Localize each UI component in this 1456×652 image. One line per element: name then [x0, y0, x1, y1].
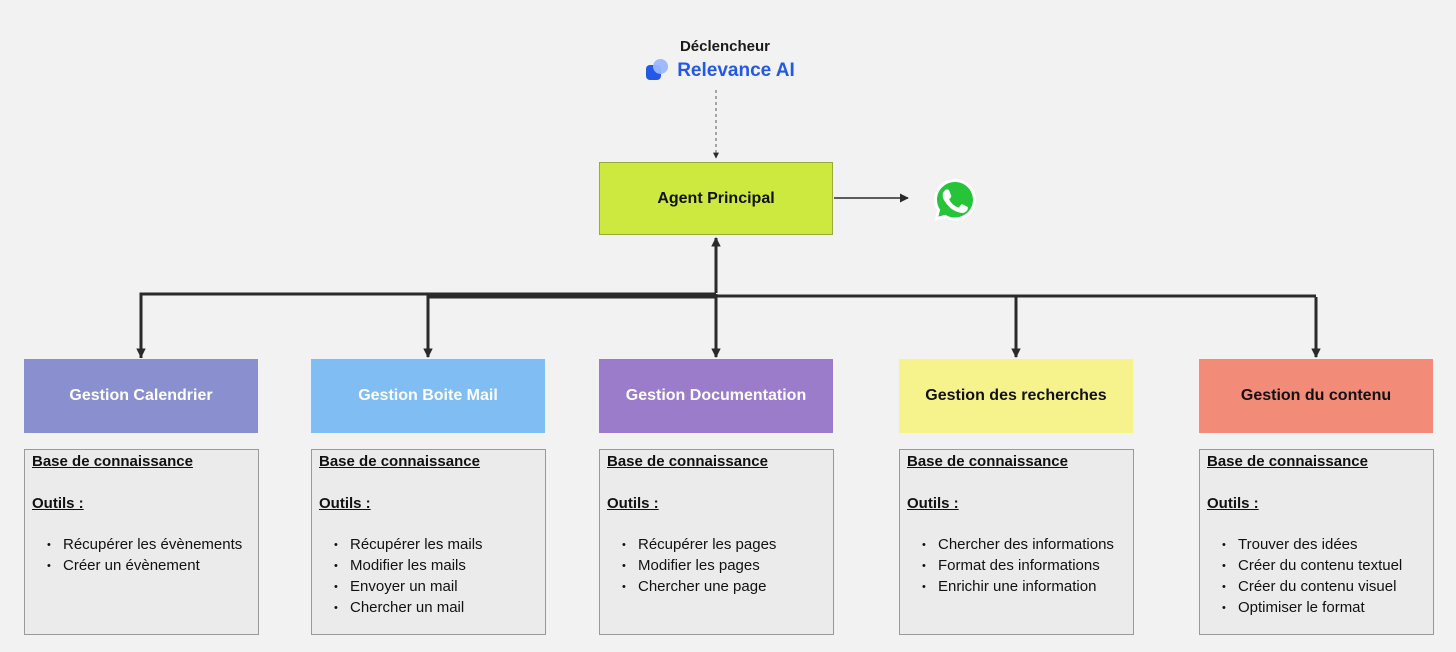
tool-item: Récupérer les pages — [622, 535, 826, 556]
tools-label: Outils : — [319, 494, 371, 512]
agent-principal-node: Agent Principal — [599, 162, 833, 235]
mail-branch — [426, 295, 716, 357]
tool-item: Créer du contenu textuel — [1222, 556, 1426, 577]
tools-label: Outils : — [907, 494, 959, 512]
brand-name: Relevance AI — [677, 60, 795, 81]
trigger: Déclencheur Relevance AI — [600, 38, 840, 83]
module-title-calendrier: Gestion Calendrier — [24, 359, 258, 433]
tool-item: Chercher des informations — [922, 535, 1126, 556]
relevance-ai-logo-icon — [645, 59, 669, 83]
module-title-contenu: Gestion du contenu — [1199, 359, 1433, 433]
tools-list: Chercher des informationsFormat des info… — [907, 535, 1126, 597]
tool-item: Optimiser le format — [1222, 598, 1426, 619]
tools-label: Outils : — [607, 494, 659, 512]
tool-item: Créer du contenu visuel — [1222, 577, 1426, 598]
knowledge-base-label: Base de connaissance — [1207, 453, 1368, 470]
knowledge-base-label: Base de connaissance — [32, 453, 193, 470]
tools-list: Récupérer les pagesModifier les pagesChe… — [607, 535, 826, 597]
tool-item: Modifier les mails — [334, 556, 538, 577]
whatsapp-icon — [934, 179, 976, 221]
tool-item: Enrichir une information — [922, 577, 1126, 598]
tools-label: Outils : — [32, 494, 84, 512]
tool-item: Modifier les pages — [622, 556, 826, 577]
tool-item: Récupérer les mails — [334, 535, 538, 556]
knowledge-base-label: Base de connaissance — [907, 453, 1068, 470]
tools-list: Trouver des idéesCréer du contenu textue… — [1207, 535, 1426, 618]
tool-item: Récupérer les évènements — [47, 535, 251, 556]
brand: Relevance AI — [600, 59, 840, 83]
knowledge-base-label: Base de connaissance — [607, 453, 768, 470]
tool-item: Format des informations — [922, 556, 1126, 577]
tool-item: Chercher une page — [622, 577, 826, 598]
module-title-documentation: Gestion Documentation — [599, 359, 833, 433]
tool-item: Créer un évènement — [47, 556, 251, 577]
trigger-label: Déclencheur — [679, 38, 771, 55]
knowledge-base-label: Base de connaissance — [319, 453, 480, 470]
module-title-recherches: Gestion des recherches — [899, 359, 1133, 433]
tool-item: Chercher un mail — [334, 598, 538, 619]
tools-list: Récupérer les mailsModifier les mailsEnv… — [319, 535, 538, 618]
tool-item: Trouver des idées — [1222, 535, 1426, 556]
tools-label: Outils : — [1207, 494, 1259, 512]
tools-list: Récupérer les évènementsCréer un évèneme… — [32, 535, 251, 577]
module-title-boite-mail: Gestion Boite Mail — [311, 359, 545, 433]
tool-item: Envoyer un mail — [334, 577, 538, 598]
